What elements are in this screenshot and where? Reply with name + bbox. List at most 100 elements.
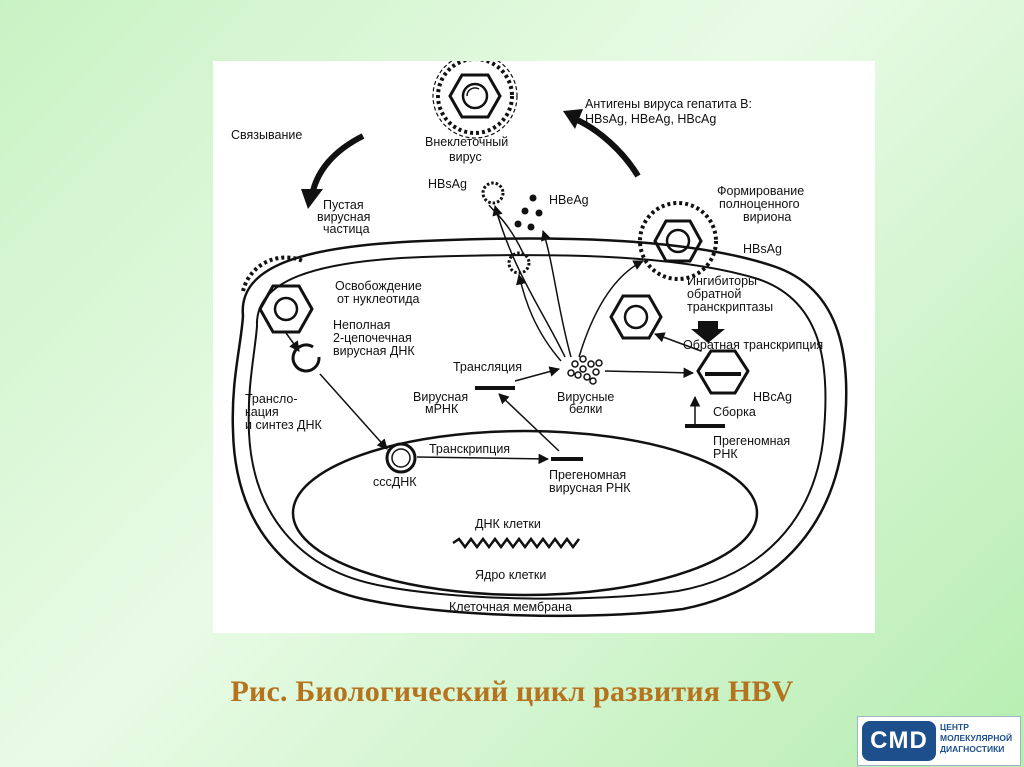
svg-text:Транскрипция: Транскрипция bbox=[429, 442, 510, 456]
complete-virion bbox=[638, 201, 718, 281]
label-inhibitors-3: транскриптазы bbox=[687, 300, 773, 314]
svg-text:от нуклеотида: от нуклеотида bbox=[337, 292, 420, 306]
label-incomplete-3: вирусная ДНК bbox=[333, 344, 415, 358]
label-antigens-2: HBsAg, HBeAg, HBcAg bbox=[585, 112, 716, 126]
label-incomplete-2: 2-цепочечная bbox=[333, 331, 412, 345]
label-extracellular-2: вирус bbox=[449, 150, 482, 164]
secretion-curved-arrow bbox=[573, 116, 641, 178]
hbsag-particle-cytoplasm bbox=[507, 251, 531, 275]
label-hbeag-top: HBeAg bbox=[549, 193, 589, 207]
binding-curved-arrow bbox=[310, 133, 365, 192]
inhibitor-arrow bbox=[691, 321, 725, 343]
label-empty-2: вирусная bbox=[317, 210, 370, 224]
label-pregenomic-right-2: РНК bbox=[713, 447, 738, 461]
label-inhibitors-1: Ингибиторы bbox=[687, 274, 757, 288]
hbeag-dots bbox=[514, 194, 543, 231]
svg-text:Ядро клетки: Ядро клетки bbox=[475, 568, 546, 582]
flow-arrows bbox=[285, 204, 702, 465]
svg-text:кация: кация bbox=[245, 405, 279, 419]
incomplete-dna-circle bbox=[291, 343, 321, 373]
cmd-logo-text: ЦЕНТР МОЛЕКУЛЯРНОЙ ДИАГНОСТИКИ bbox=[940, 722, 1018, 755]
hbsag-particle-top bbox=[481, 181, 505, 205]
hbv-lifecycle-diagram: Антигены вируса гепатита В: HBsAg, HBeAg… bbox=[213, 61, 875, 633]
label-antigens-1: Антигены вируса гепатита В: bbox=[585, 97, 752, 111]
svg-text:2-цепочечная: 2-цепочечная bbox=[333, 331, 412, 345]
label-viral-proteins-2: белки bbox=[569, 402, 602, 416]
cell-membrane-inner bbox=[247, 254, 827, 600]
svg-text:вирусная: вирусная bbox=[317, 210, 370, 224]
label-translocation-2: кация bbox=[245, 405, 279, 419]
label-extracellular-1: Внеклеточный bbox=[425, 135, 508, 149]
figure-caption: Рис. Биологический цикл развития HBV bbox=[230, 675, 794, 708]
label-translocation-1: Трансло- bbox=[245, 392, 298, 406]
cmd-logo-badge: CMD bbox=[862, 721, 936, 761]
label-viral-mrna-2: мРНК bbox=[425, 402, 459, 416]
svg-text:РНК: РНК bbox=[713, 447, 738, 461]
svg-text:Клеточная мембрана: Клеточная мембрана bbox=[449, 600, 572, 614]
svg-text:Сборка: Сборка bbox=[713, 405, 756, 419]
cmd-logo: CMD ЦЕНТР МОЛЕКУЛЯРНОЙ ДИАГНОСТИКИ bbox=[857, 716, 1021, 766]
svg-text:Формирование: Формирование bbox=[717, 184, 804, 198]
label-translation: Трансляция bbox=[453, 360, 522, 374]
svg-text:Трансляция: Трансляция bbox=[453, 360, 522, 374]
svg-text:Трансло-: Трансло- bbox=[245, 392, 298, 406]
label-transcription: Транскрипция bbox=[429, 442, 510, 456]
logo-line-1: ЦЕНТР bbox=[940, 722, 969, 732]
label-hbsag-top: HBsAg bbox=[428, 177, 467, 191]
cccdna-circle bbox=[385, 442, 417, 474]
svg-text:Пустая: Пустая bbox=[323, 198, 364, 212]
logo-line-3: ДИАГНОСТИКИ bbox=[940, 744, 1005, 754]
svg-text:вириона: вириона bbox=[743, 210, 791, 224]
svg-text:Связывание: Связывание bbox=[231, 128, 302, 142]
label-formation-2: полноценного bbox=[719, 197, 800, 211]
svg-text:частица: частица bbox=[323, 222, 370, 236]
label-cell-dna: ДНК клетки bbox=[475, 517, 541, 531]
svg-text:транскриптазы: транскриптазы bbox=[687, 300, 773, 314]
svg-text:белки: белки bbox=[569, 402, 602, 416]
svg-text:HBeAg: HBeAg bbox=[549, 193, 589, 207]
svg-text:Вирусные: Вирусные bbox=[557, 390, 614, 404]
label-reverse-transcription: Обратная транскрипция bbox=[683, 338, 823, 352]
svg-text:Обратная транскрипция: Обратная транскрипция bbox=[683, 338, 823, 352]
label-translocation-3: и синтез ДНК bbox=[245, 418, 323, 432]
label-assembly: Сборка bbox=[713, 405, 756, 419]
nucleocapsid-right bbox=[609, 294, 663, 340]
svg-text:и синтез ДНК: и синтез ДНК bbox=[245, 418, 323, 432]
svg-text:вирусная РНК: вирусная РНК bbox=[549, 481, 631, 495]
label-empty-1: Пустая bbox=[323, 198, 364, 212]
label-viral-proteins-1: Вирусные bbox=[557, 390, 614, 404]
label-formation-1: Формирование bbox=[717, 184, 804, 198]
svg-text:мРНК: мРНК bbox=[425, 402, 459, 416]
assembly-capsid bbox=[696, 349, 750, 395]
svg-text:полноценного: полноценного bbox=[719, 197, 800, 211]
label-release-2: от нуклеотида bbox=[337, 292, 420, 306]
label-nucleus: Ядро клетки bbox=[475, 568, 546, 582]
label-pregenomic-right-1: Прегеномная bbox=[713, 434, 790, 448]
svg-text:Ингибиторы: Ингибиторы bbox=[687, 274, 757, 288]
label-inhibitors-2: обратной bbox=[687, 287, 741, 301]
svg-text:вирус: вирус bbox=[449, 150, 482, 164]
svg-text:Неполная: Неполная bbox=[333, 318, 390, 332]
svg-text:Антигены вируса гепатита В:: Антигены вируса гепатита В: bbox=[585, 97, 752, 111]
svg-text:Прегеномная: Прегеномная bbox=[713, 434, 790, 448]
entering-virus bbox=[241, 255, 314, 334]
cell-membrane-outer bbox=[231, 237, 848, 618]
svg-text:cccДНК: cccДНК bbox=[373, 475, 417, 489]
logo-line-2: МОЛЕКУЛЯРНОЙ bbox=[940, 733, 1013, 743]
svg-text:вирусная ДНК: вирусная ДНК bbox=[333, 344, 415, 358]
label-pregenomic-2: вирусная РНК bbox=[549, 481, 631, 495]
label-hbsag-right: HBsAg bbox=[743, 242, 782, 256]
label-pregenomic-1: Прегеномная bbox=[549, 468, 626, 482]
label-binding: Связывание bbox=[231, 128, 302, 142]
label-release-1: Освобождение bbox=[335, 279, 422, 293]
svg-text:Освобождение: Освобождение bbox=[335, 279, 422, 293]
viral-proteins-cluster bbox=[567, 355, 603, 385]
svg-text:Вирусная: Вирусная bbox=[413, 390, 468, 404]
svg-text:HBsAg: HBsAg bbox=[428, 177, 467, 191]
label-formation-3: вириона bbox=[743, 210, 791, 224]
label-hbcag: HBcAg bbox=[753, 390, 792, 404]
label-membrane: Клеточная мембрана bbox=[449, 600, 572, 614]
cell-nucleus bbox=[291, 429, 759, 597]
svg-text:ДНК клетки: ДНК клетки bbox=[475, 517, 541, 531]
svg-text:HBcAg: HBcAg bbox=[753, 390, 792, 404]
